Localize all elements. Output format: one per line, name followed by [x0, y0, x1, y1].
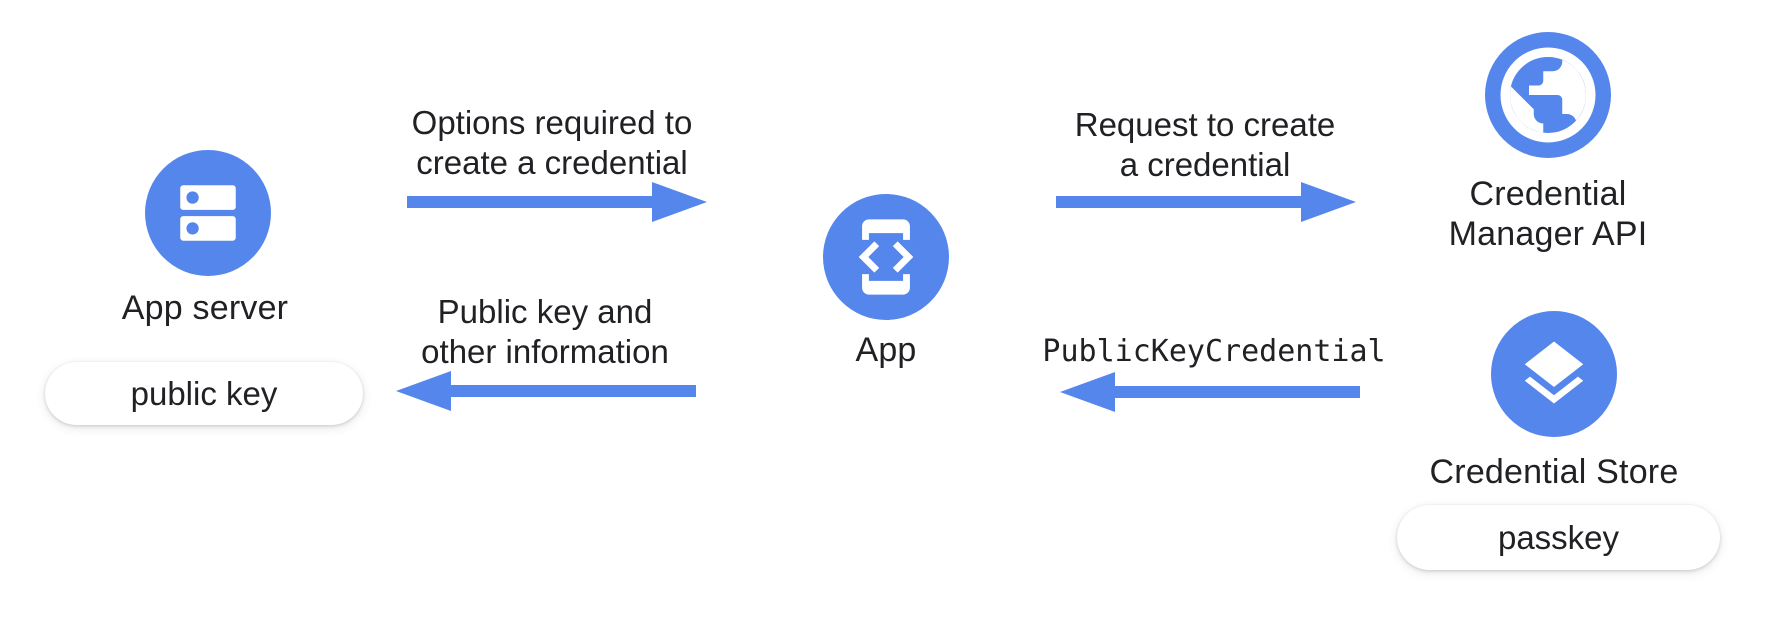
passkey-pill-label: passkey — [1497, 518, 1620, 556]
flow-public-key-label: Public key and other information — [421, 293, 669, 370]
arrow-left-icon — [1060, 372, 1360, 412]
public-key-pill: public key — [45, 362, 363, 425]
flow-options-label: Options required to create a credential — [411, 104, 693, 181]
app-label: App — [855, 331, 917, 369]
credential-manager-api-node — [1485, 32, 1611, 158]
flow-publickeycredential-label: PublicKeyCredential — [1042, 334, 1386, 369]
passkey-pill: passkey — [1397, 505, 1720, 570]
app-node — [823, 194, 949, 320]
globe-icon — [1500, 47, 1596, 143]
layers-icon — [1524, 341, 1584, 404]
phone-code-icon — [858, 219, 914, 295]
server-dns-icon — [180, 185, 236, 241]
arrow-right-icon — [407, 182, 707, 222]
credential-store-label: Credential Store — [1429, 453, 1679, 491]
flow-request-label: Request to create a credential — [1074, 106, 1336, 183]
app-server-label: App server — [121, 289, 289, 327]
arrow-left-icon — [396, 371, 696, 411]
arrow-right-icon — [1056, 182, 1356, 222]
app-server-node — [145, 150, 271, 276]
credential-manager-api-label: Credential Manager API — [1448, 175, 1648, 253]
public-key-pill-label: public key — [130, 374, 278, 412]
credential-store-node — [1491, 311, 1617, 437]
